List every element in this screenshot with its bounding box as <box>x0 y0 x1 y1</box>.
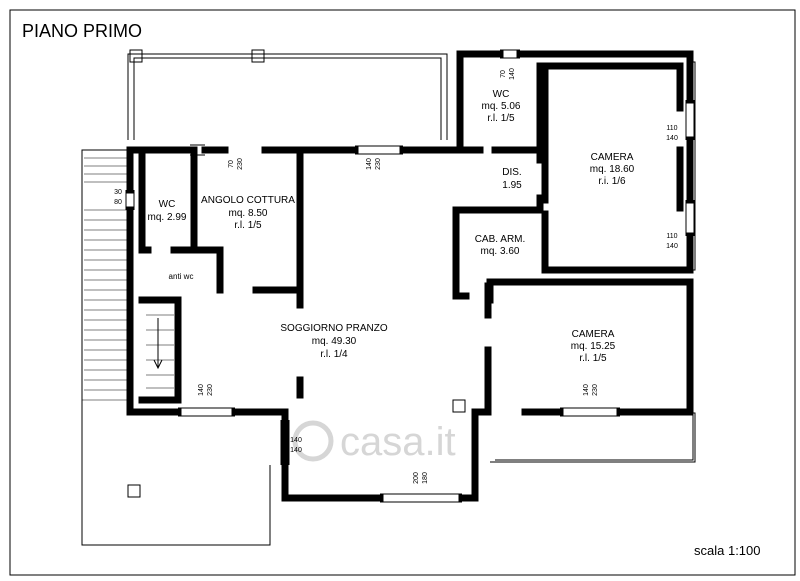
svg-text:140: 140 <box>666 243 678 250</box>
walls <box>126 50 694 502</box>
svg-text:casa.it: casa.it <box>340 420 456 464</box>
svg-text:230: 230 <box>592 384 599 396</box>
svg-text:140: 140 <box>583 384 590 396</box>
room-anti-wc: anti wc <box>169 272 194 281</box>
svg-text:WC: WC <box>159 199 176 210</box>
room-wc2: WC mq. 5.06 r.l. 1/5 <box>482 89 521 124</box>
svg-text:140: 140 <box>198 384 205 396</box>
svg-text:r.l. 1/5: r.l. 1/5 <box>579 353 607 364</box>
svg-text:230: 230 <box>207 384 214 396</box>
svg-text:200: 200 <box>413 472 420 484</box>
watermark: casa.it <box>292 420 456 464</box>
svg-text:140: 140 <box>366 158 373 170</box>
svg-text:mq. 5.06: mq. 5.06 <box>482 101 521 112</box>
terraces <box>81 53 696 546</box>
room-camera-1: CAMERA mq. 18.60 r.i. 1/6 <box>590 152 635 187</box>
svg-text:70: 70 <box>500 70 507 78</box>
svg-text:mq. 49.30: mq. 49.30 <box>312 336 357 347</box>
room-camera-2: CAMERA mq. 15.25 r.l. 1/5 <box>571 329 616 364</box>
pillars <box>127 49 466 498</box>
svg-text:mq. 8.50: mq. 8.50 <box>229 208 268 219</box>
svg-text:r.l. 1/5: r.l. 1/5 <box>234 220 262 231</box>
svg-text:mq. 15.25: mq. 15.25 <box>571 341 616 352</box>
svg-text:140: 140 <box>290 437 302 444</box>
svg-text:110: 110 <box>666 233 677 240</box>
room-dis: DIS. 1.95 <box>502 167 522 191</box>
svg-text:mq. 18.60: mq. 18.60 <box>590 164 635 175</box>
svg-text:230: 230 <box>375 158 382 170</box>
svg-text:r.l. 1/4: r.l. 1/4 <box>320 349 348 360</box>
svg-text:SOGGIORNO PRANZO: SOGGIORNO PRANZO <box>280 323 387 334</box>
svg-text:140: 140 <box>509 68 516 80</box>
svg-text:230: 230 <box>237 158 244 170</box>
svg-text:CAMERA: CAMERA <box>572 329 615 340</box>
room-wc1: WC mq. 2.99 <box>148 199 187 223</box>
svg-text:WC: WC <box>493 89 510 100</box>
svg-text:180: 180 <box>422 472 429 484</box>
svg-text:140: 140 <box>290 447 302 454</box>
svg-text:30: 30 <box>114 189 122 196</box>
svg-text:mq. 2.99: mq. 2.99 <box>148 212 187 223</box>
staircase <box>146 314 174 389</box>
plan-title: PIANO PRIMO <box>22 21 142 41</box>
svg-text:80: 80 <box>114 199 122 206</box>
windows <box>125 49 695 503</box>
dimension-labels: 70 230 140 230 70 140 110 140 110 140 30… <box>114 68 678 484</box>
svg-text:1.95: 1.95 <box>502 180 522 191</box>
room-cab-arm: CAB. ARM. mq. 3.60 <box>475 234 526 257</box>
svg-text:110: 110 <box>666 125 677 132</box>
svg-text:r.l. 1/5: r.l. 1/5 <box>487 113 515 124</box>
room-angolo-cottura: ANGOLO COTTURA mq. 8.50 r.l. 1/5 <box>201 195 295 231</box>
page-border <box>9 9 796 576</box>
svg-text:mq. 3.60: mq. 3.60 <box>481 246 520 257</box>
svg-text:r.i. 1/6: r.i. 1/6 <box>598 176 626 187</box>
room-soggiorno-pranzo: SOGGIORNO PRANZO mq. 49.30 r.l. 1/4 <box>280 323 387 360</box>
svg-text:140: 140 <box>666 135 678 142</box>
svg-text:ANGOLO COTTURA: ANGOLO COTTURA <box>201 195 295 206</box>
svg-text:CAB. ARM.: CAB. ARM. <box>475 234 526 245</box>
scale-label: scala 1:100 <box>694 543 761 558</box>
svg-text:70: 70 <box>228 160 235 168</box>
svg-text:DIS.: DIS. <box>502 167 521 178</box>
svg-text:CAMERA: CAMERA <box>591 152 634 163</box>
